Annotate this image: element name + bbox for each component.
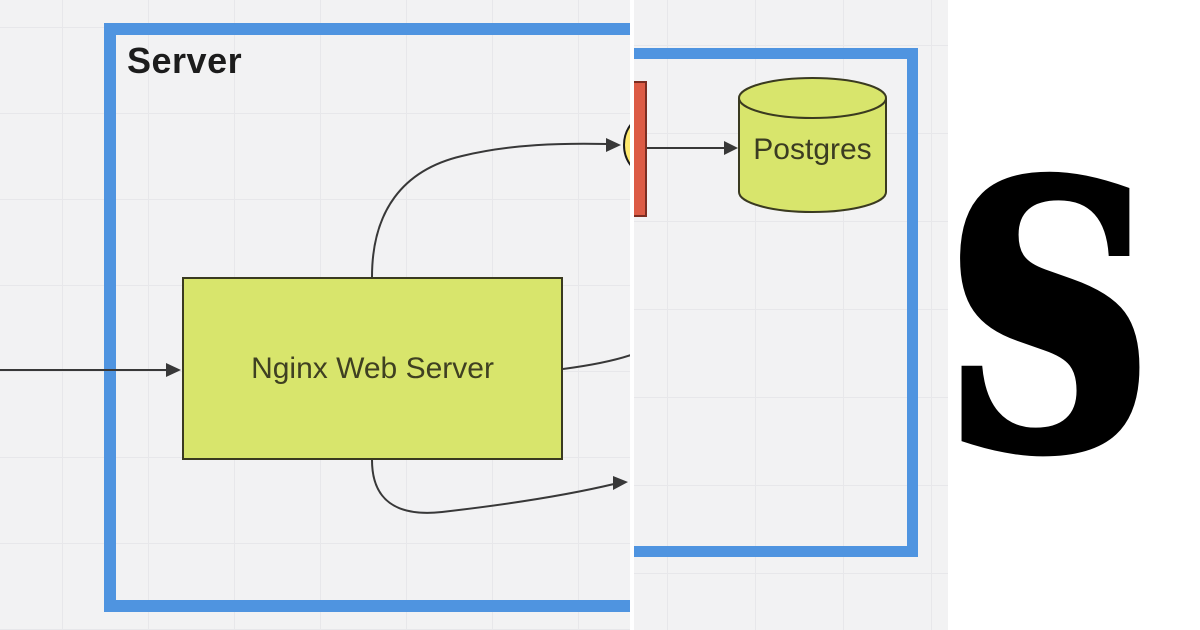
yellow-circle-shape — [623, 124, 630, 166]
incoming-request-arrowhead — [166, 363, 181, 377]
nginx-bottom-arrowhead — [613, 476, 628, 490]
right-container-box — [634, 48, 918, 557]
server-container-box — [104, 23, 630, 612]
nginx-node-label: Nginx Web Server — [251, 351, 494, 385]
red-bar-shape — [634, 81, 647, 217]
nginx-bottom-arrow — [371, 459, 615, 514]
giant-letter-s: s — [944, 0, 1155, 572]
postgres-label: Postgres — [753, 133, 871, 166]
nginx-node: Nginx Web Server — [182, 277, 563, 460]
edges-layer-right: Postgres — [634, 77, 887, 217]
nginx-to-circle-arrow — [371, 142, 609, 278]
edges-layer-left — [0, 124, 630, 514]
postgres-cylinder-shape: Postgres — [738, 77, 887, 213]
server-container-label: Server — [127, 40, 243, 81]
bar-to-postgres-arrowhead — [724, 141, 738, 155]
nginx-right-arrow-cut — [562, 354, 630, 370]
nginx-to-circle-arrowhead — [606, 138, 621, 152]
diagram-canvas-right: Postgres — [634, 0, 948, 630]
diagram-canvas-left: Server Nginx Web Server — [0, 0, 630, 630]
